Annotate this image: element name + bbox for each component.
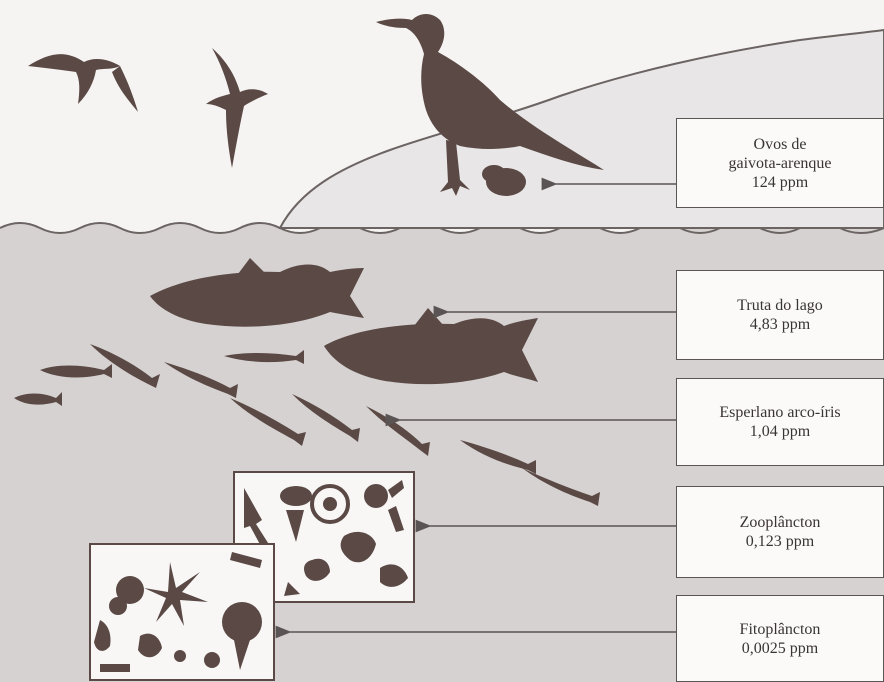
zooplankton-label: Zooplâncton — [740, 513, 821, 532]
gull-eggs-label-line2: gaivota-arenque — [728, 154, 831, 173]
flying-gull-icon — [28, 54, 138, 112]
lake-trout-value: 4,83 ppm — [750, 315, 810, 334]
smelt-label: Esperlano arco-íris — [719, 403, 840, 422]
zooplankton-value: 0,123 ppm — [746, 532, 814, 551]
zooplankton-label-box: Zooplâncton 0,123 ppm — [676, 486, 884, 578]
phytoplankton-value: 0,0025 ppm — [742, 639, 818, 658]
gull-eggs-value: 124 ppm — [752, 173, 808, 192]
gull-eggs-label-box: Ovos de gaivota-arenque 124 ppm — [676, 118, 884, 208]
lake-trout-label-box: Truta do lago 4,83 ppm — [676, 270, 884, 360]
flying-gull-icon — [206, 48, 268, 168]
lake-trout-label: Truta do lago — [737, 296, 823, 315]
phytoplankton-label: Fitoplâncton — [740, 620, 821, 639]
gull-eggs-label-line1: Ovos de — [754, 135, 807, 154]
phytoplankton-label-box: Fitoplâncton 0,0025 ppm — [676, 595, 884, 682]
phytoplankton-icon — [90, 544, 274, 680]
smelt-value: 1,04 ppm — [750, 422, 810, 441]
smelt-label-box: Esperlano arco-íris 1,04 ppm — [676, 378, 884, 466]
